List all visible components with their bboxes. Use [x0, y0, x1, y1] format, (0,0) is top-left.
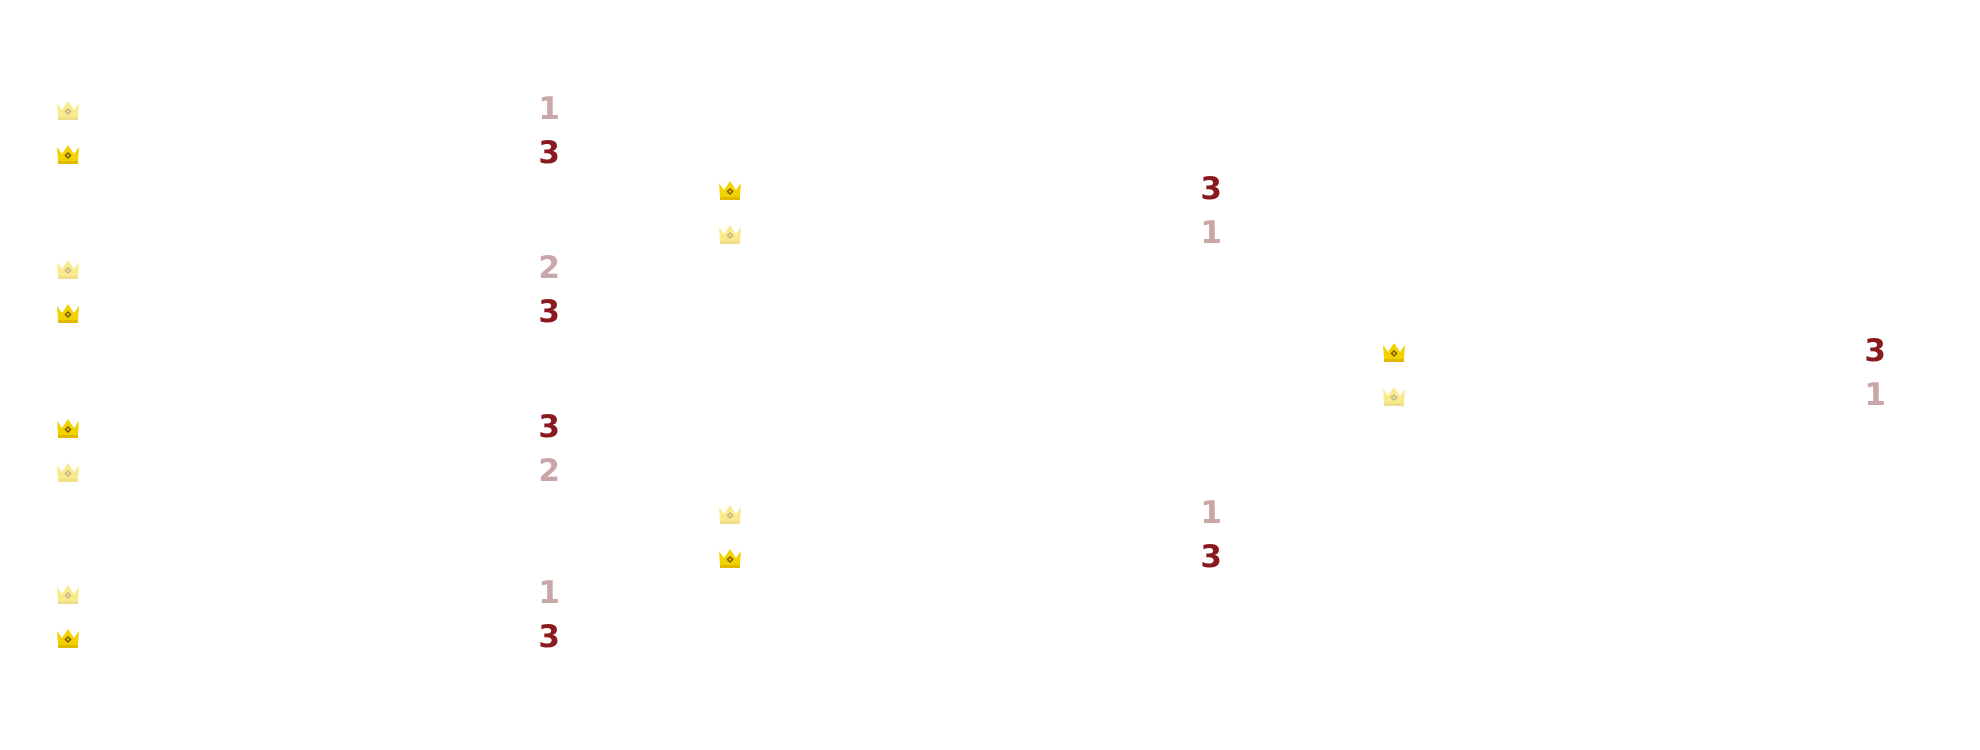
slot-score: 2: [538, 250, 560, 286]
slot-score: 3: [1864, 333, 1886, 369]
bracket-slot: 1: [712, 212, 1232, 254]
crown-icon: [55, 624, 81, 650]
round-1: 1 3 2 3 3 2: [50, 0, 560, 750]
slot-score: 3: [538, 619, 560, 655]
bracket-slot: 3: [50, 406, 570, 448]
crown-icon: [55, 299, 81, 325]
slot-score: 3: [538, 409, 560, 445]
slot-score: 2: [538, 453, 560, 489]
bracket-slot: 3: [712, 536, 1232, 578]
slot-score: 1: [538, 91, 560, 127]
slot-score: 1: [1200, 215, 1222, 251]
match-r1-m3: 3 2: [50, 406, 570, 496]
crown-icon: [55, 140, 81, 166]
crown-icon: [55, 414, 81, 440]
match-r1-m4: 1 3: [50, 572, 570, 662]
crown-icon: [717, 500, 743, 526]
slot-score: 3: [1200, 539, 1222, 575]
crown-icon: [55, 96, 81, 122]
bracket-slot: 2: [50, 450, 570, 492]
bracket-slot: 3: [1376, 330, 1896, 372]
crown-icon: [55, 255, 81, 281]
match-r1-m1: 1 3: [50, 88, 570, 178]
bracket-slot: 1: [50, 572, 570, 614]
crown-icon: [717, 220, 743, 246]
bracket-slot: 2: [50, 247, 570, 289]
slot-score: 3: [538, 294, 560, 330]
match-r2-m2: 1 3: [712, 492, 1232, 582]
round-2: 3 1 1 3: [712, 0, 1222, 750]
crown-icon: [717, 544, 743, 570]
bracket-slot: 3: [50, 616, 570, 658]
crown-icon: [55, 580, 81, 606]
slot-score: 1: [1864, 377, 1886, 413]
bracket-slot: 1: [50, 88, 570, 130]
bracket-slot: 3: [50, 291, 570, 333]
slot-score: 3: [538, 135, 560, 171]
slot-score: 1: [1200, 495, 1222, 531]
slot-score: 3: [1200, 171, 1222, 207]
crown-icon: [55, 458, 81, 484]
crown-icon: [1381, 382, 1407, 408]
bracket-slot: 3: [712, 168, 1232, 210]
match-r3-m1: 3 1: [1376, 330, 1896, 420]
bracket-slot: 1: [1376, 374, 1896, 416]
crown-icon: [717, 176, 743, 202]
round-3: 3 1: [1376, 0, 1886, 750]
match-r2-m1: 3 1: [712, 168, 1232, 258]
slot-score: 1: [538, 575, 560, 611]
bracket-slot: 3: [50, 132, 570, 174]
match-r1-m2: 2 3: [50, 247, 570, 337]
crown-icon: [1381, 338, 1407, 364]
bracket-slot: 1: [712, 492, 1232, 534]
